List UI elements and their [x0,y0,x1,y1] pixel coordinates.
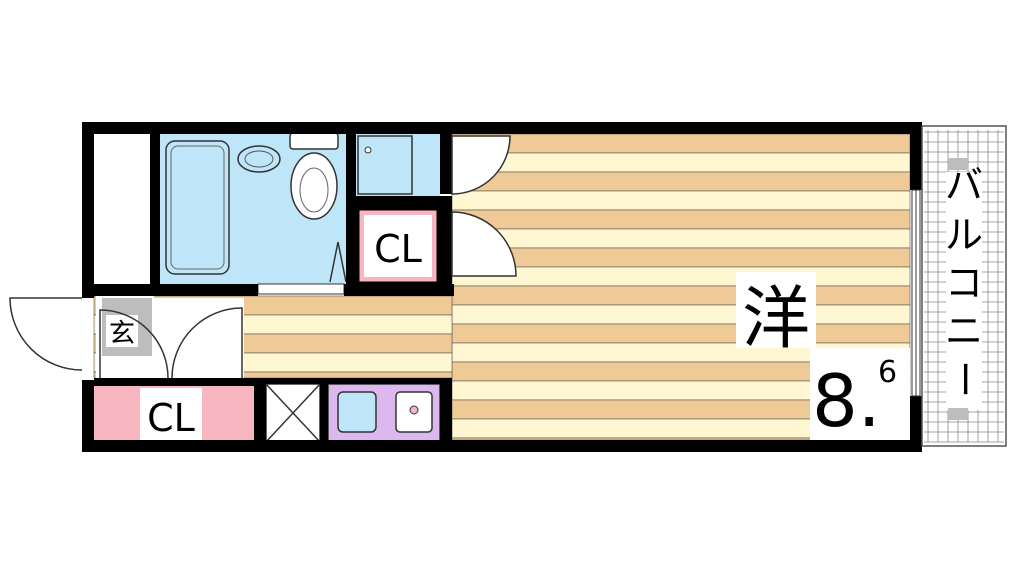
front-door-icon [9,297,83,371]
laundry-door-icon [451,135,511,195]
walls [82,122,922,452]
washbasin-bowl [244,150,274,168]
floor-stripe [451,133,911,154]
bathroom-door-icon [329,241,347,283]
entrance-label-box [106,315,138,347]
upper-closet-inner [364,215,432,277]
floor-stripe [451,266,911,287]
balcony-label-char: ニ [945,309,983,353]
toilet-bowl-icon [290,152,338,220]
upper-closet-label: CL [374,227,422,271]
drain-icon [364,146,372,154]
double-door-right-icon [171,307,243,379]
washbasin-icon [237,145,281,173]
floor-stripe [451,171,911,192]
bathtub-icon [165,140,230,275]
burner-icon [409,405,419,415]
floor-stripe [451,152,911,173]
balcony-label-char: バ [945,163,983,207]
toilet-seat-inner [299,167,329,213]
room-label-box [736,272,816,348]
balcony-label-char: ル [945,213,983,257]
double-door-left-icon [99,309,169,379]
washing-machine-space [356,134,440,196]
floor-stripe [451,209,911,230]
bathtub-inner [170,145,225,270]
sink-icon [337,391,377,433]
washing-machine-outline [357,135,413,195]
main-room-size-decimal: 6 [878,355,897,390]
main-room-kanji: 洋 [742,280,810,359]
toilet-tank-icon [289,132,339,150]
lower-closet-label: CL [147,396,195,440]
left-storage [94,132,150,284]
balcony [921,125,1007,447]
entrance-label: 玄 [109,319,135,349]
lower-closet-label-box [140,388,202,440]
closet-door-icon [451,211,517,277]
main-room-size: 8. [812,359,881,443]
floor-stripe [451,190,911,211]
room-size-box [810,348,910,440]
floor-stripe [451,285,911,306]
balcony-label-char: コ [945,261,983,305]
bath-threshold [257,283,345,295]
balcony-label-char: ー [942,360,986,398]
floor-stripe [451,323,911,344]
floor-stripe [451,228,911,249]
floor-stripe [451,304,911,325]
fridge-x-line-2 [265,383,321,443]
shoe-box-area [154,298,244,378]
floor-stripe [451,247,911,268]
